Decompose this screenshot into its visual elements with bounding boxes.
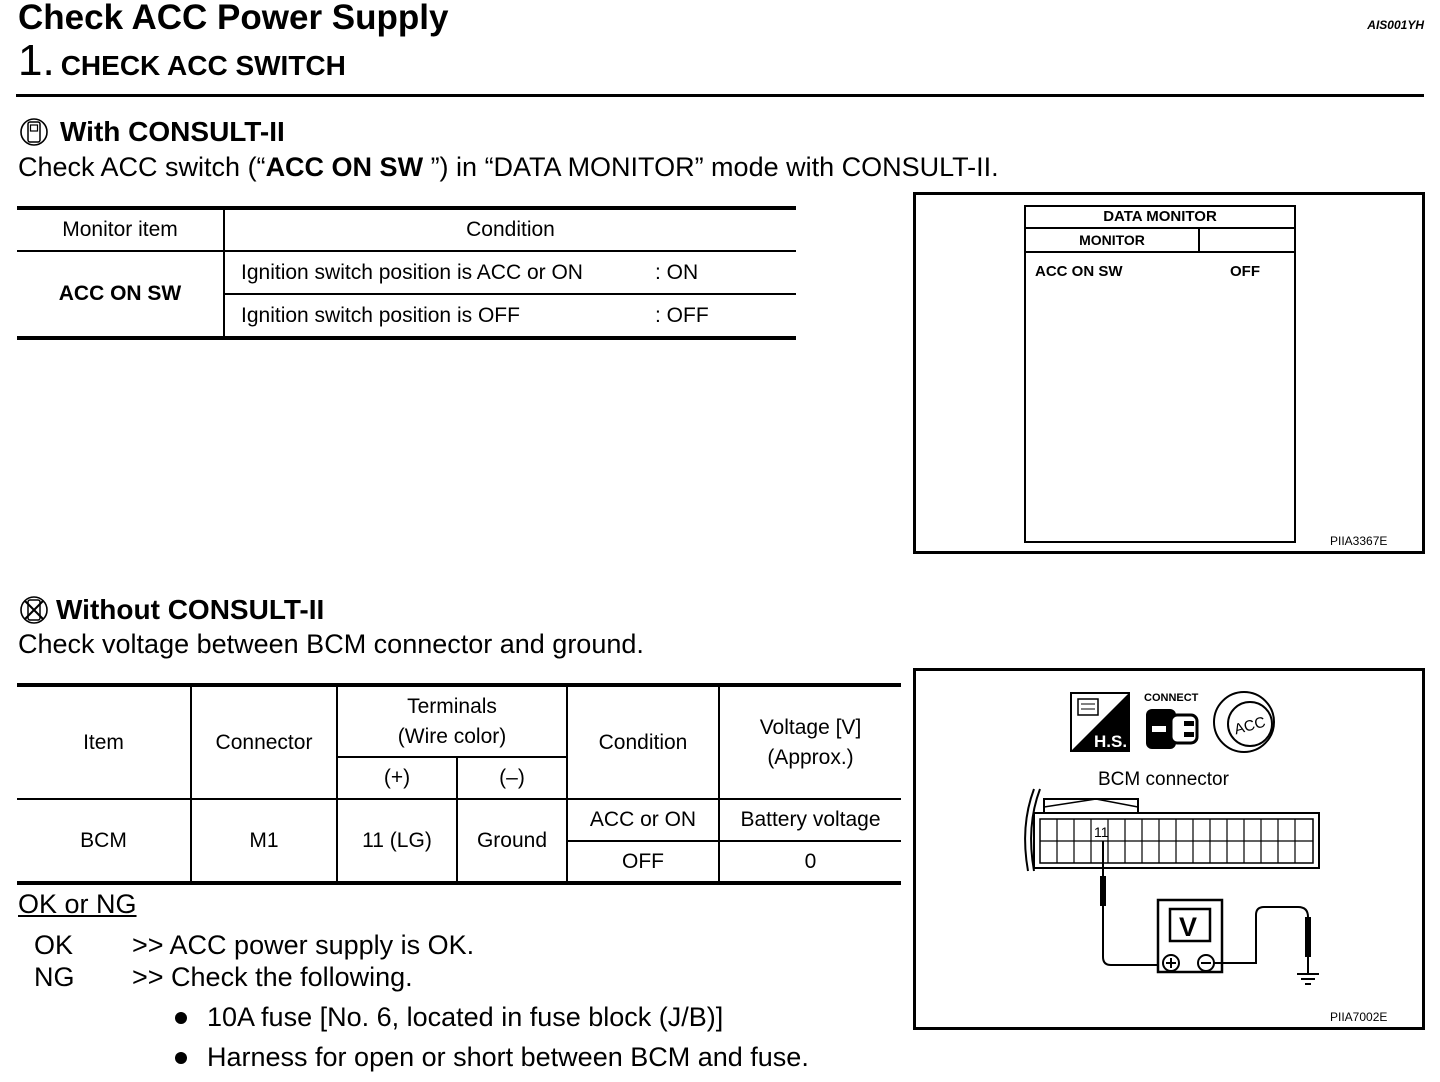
condition-value: : OFF <box>655 303 709 327</box>
connect-label: CONNECT <box>1144 692 1199 704</box>
plus-terminal-cell: 11 (LG) <box>336 798 458 885</box>
bullet-icon <box>175 1051 187 1064</box>
terminals-label: Terminals <box>407 694 497 718</box>
desc-bold-item: ACC ON SW <box>265 152 424 182</box>
voltmeter: V <box>1156 898 1224 974</box>
bullet-icon <box>175 1011 187 1024</box>
ok-label: OK <box>34 930 74 960</box>
no-consult-icon <box>20 596 48 624</box>
monitor-item-header: Monitor item <box>17 206 224 252</box>
with-consult-description: Check ACC switch (“ACC ON SW ”) in “DATA… <box>18 152 999 183</box>
acc-key-icon: ACC <box>1213 691 1275 753</box>
monitor-table: Monitor item Condition ACC ON SW Ignitio… <box>17 206 796 340</box>
consult-screen: DATA MONITOR MONITOR ACC ON SW OFF <box>1024 205 1296 543</box>
voltage-cell: 0 <box>718 840 901 885</box>
voltage-cell: Battery voltage <box>718 798 901 842</box>
figure-code: PIIA7002E <box>1330 1010 1388 1024</box>
check-item: Harness for open or short between BCM an… <box>175 1042 809 1073</box>
step-heading: 1.CHECK ACC SWITCH <box>18 36 346 86</box>
item-header: Item <box>17 683 192 800</box>
voltage-header: Voltage [V] (Approx.) <box>718 683 901 800</box>
check-item-text: 10A fuse [No. 6, located in fuse block (… <box>207 1002 724 1032</box>
terminal-number: 11 <box>1094 824 1109 840</box>
desc-prefix: Check ACC switch (“ <box>18 152 266 182</box>
monitor-item-cell: ACC ON SW <box>17 250 224 340</box>
harness-side-icon: H.S. <box>1070 692 1130 752</box>
bcm-connector-diagram: H.S. CONNECT ACC BCM connector <box>1024 691 1320 985</box>
condition-row: Ignition switch position is ACC or ON : O… <box>223 250 796 295</box>
condition-cell: ACC or ON <box>566 798 720 842</box>
connect-icon: CONNECT <box>1144 692 1199 749</box>
approx-label: (Approx.) <box>767 745 854 769</box>
step-number: 1. <box>18 36 55 85</box>
condition-header: Condition <box>223 206 796 252</box>
page-title: Check ACC Power Supply <box>18 0 449 37</box>
voltage-table: Item Connector Terminals (Wire color) Co… <box>17 683 901 885</box>
terminals-header: Terminals (Wire color) <box>336 683 568 758</box>
condition-header: Condition <box>566 683 720 800</box>
monitor-column-label: MONITOR <box>1026 229 1200 251</box>
data-monitor-figure: DATA MONITOR MONITOR ACC ON SW OFF PIIA3… <box>913 192 1425 554</box>
check-item: 10A fuse [No. 6, located in fuse block (… <box>175 1002 723 1033</box>
voltage-label: Voltage [V] <box>759 715 862 739</box>
step-title: CHECK ACC SWITCH <box>60 50 346 81</box>
plus-terminal-header: (+) <box>337 756 458 800</box>
without-consult-description: Check voltage between BCM connector and … <box>18 629 644 659</box>
condition-text: Ignition switch position is ACC or ON <box>241 260 583 284</box>
ng-label: NG <box>34 962 75 992</box>
bcm-connector-label: BCM connector <box>1098 769 1230 790</box>
screen-item: ACC ON SW <box>1035 263 1123 280</box>
without-consult-title: Without CONSULT-II <box>56 594 325 625</box>
condition-value: : ON <box>655 260 699 284</box>
minus-terminal-cell: Ground <box>456 798 568 885</box>
minus-terminal-header: (–) <box>456 756 567 800</box>
consult-icon <box>20 118 48 146</box>
condition-row: Ignition switch position is OFF : OFF <box>223 293 796 340</box>
connector-cavities <box>1040 819 1313 863</box>
document-code: AIS001YH <box>1367 18 1424 32</box>
ng-result: >> Check the following. <box>132 962 413 992</box>
item-cell: BCM <box>17 798 192 885</box>
ground-symbol <box>1297 957 1319 985</box>
figure-code: PIIA3367E <box>1330 534 1388 548</box>
screen-title: DATA MONITOR <box>1026 207 1294 229</box>
check-item-text: Harness for open or short between BCM an… <box>207 1042 809 1072</box>
hs-label: H.S. <box>1094 732 1127 751</box>
with-consult-heading: With CONSULT-II <box>18 116 285 148</box>
condition-cell: OFF <box>567 840 720 885</box>
connector-cell: M1 <box>190 798 338 885</box>
without-consult-heading: Without CONSULT-II <box>18 594 324 626</box>
voltmeter-label: V <box>1179 912 1197 942</box>
header-divider <box>16 94 1424 97</box>
condition-text: Ignition switch position is OFF <box>241 303 520 327</box>
with-consult-title: With CONSULT-II <box>60 116 285 147</box>
connector-header: Connector <box>190 683 338 800</box>
ok-ng-heading: OK or NG <box>18 889 137 919</box>
wire-color-label: (Wire color) <box>397 724 507 748</box>
desc-suffix: ”) in “DATA MONITOR” mode with CONSULT-I… <box>423 152 999 182</box>
bcm-voltage-figure: H.S. CONNECT ACC BCM connector <box>913 668 1425 1030</box>
ok-result: >> ACC power supply is OK. <box>132 930 475 960</box>
screen-value: OFF <box>1230 263 1260 280</box>
